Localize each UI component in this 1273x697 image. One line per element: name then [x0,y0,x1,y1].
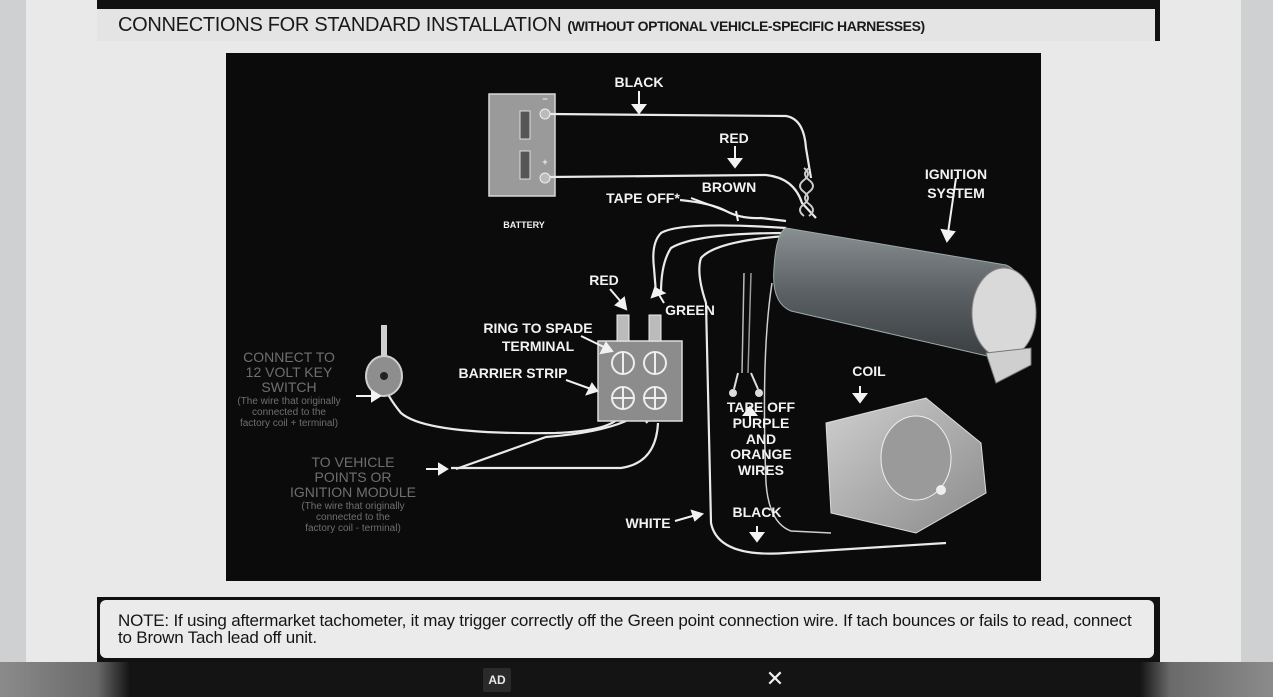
label-key-1: CONNECT TO [243,349,335,365]
label-tape-purple-3: AND [746,431,776,447]
label-key-6: factory coil + terminal) [240,418,338,429]
label-ring-1: RING TO SPADE [483,320,592,336]
label-brown: BROWN [702,179,756,195]
ad-badge[interactable]: AD [483,668,511,692]
label-green: GREEN [665,302,715,318]
battery-label: BATTERY [503,220,545,230]
ad-bar: AD ✕ [0,662,1273,697]
barrier-strip-icon [597,314,683,422]
wiring-diagram-svg: − + BATTERY [237,74,1037,555]
label-ignition-1: IGNITION [925,166,987,182]
battery-plus-label: + [542,157,547,167]
label-tape-purple-2: PURPLE [733,415,790,431]
label-tape-purple-5: WIRES [738,462,784,478]
label-white: WHITE [625,515,670,531]
wires [379,112,947,555]
ignition-module-icon [773,227,1037,384]
section-title-text: CONNECTIONS FOR STANDARD INSTALLATION [118,13,562,36]
label-key-3: SWITCH [261,379,316,395]
section-title: CONNECTIONS FOR STANDARD INSTALLATION (WI… [118,14,925,37]
label-tape-purple-4: ORANGE [730,446,791,462]
label-vehicle-4: (The wire that originally [301,501,404,512]
section-subtitle: (WITHOUT OPTIONAL VEHICLE-SPECIFIC HARNE… [567,17,925,34]
note-box: NOTE: If using aftermarket tachometer, i… [100,600,1154,658]
battery-icon [488,93,556,197]
page-margin-left [0,0,26,697]
tape-off-connector-icon [729,372,763,397]
label-vehicle-3: IGNITION MODULE [290,484,416,500]
close-ad-button[interactable]: ✕ [763,666,787,692]
label-black-bottom: BLACK [733,504,782,520]
label-coil: COIL [852,363,886,379]
label-ignition-2: SYSTEM [927,185,985,201]
label-red-top: RED [719,130,749,146]
wiring-diagram: − + BATTERY [226,53,1041,581]
section-header: CONNECTIONS FOR STANDARD INSTALLATION (WI… [97,9,1160,41]
label-barrier-strip: BARRIER STRIP [459,365,568,381]
label-vehicle-5: connected to the [316,512,390,523]
coil-icon [825,397,987,534]
top-border [97,0,1160,9]
label-ring-2: TERMINAL [502,338,575,354]
twisted-wires [799,167,814,217]
label-key-5: connected to the [252,407,326,418]
note-text: NOTE: If using aftermarket tachometer, i… [118,611,1132,647]
label-tape-purple-1: TAPE OFF [727,399,796,415]
label-key-2: 12 VOLT KEY [246,364,333,380]
battery-minus-label: − [542,94,547,104]
label-vehicle-1: TO VEHICLE [312,454,395,470]
ignition-key-icon [365,325,403,397]
label-key-4: (The wire that originally [237,396,340,407]
pointer-arrows [356,91,957,543]
label-red-mid: RED [589,272,619,288]
close-icon: ✕ [765,666,785,691]
page-margin-right [1241,0,1273,697]
label-black-top: BLACK [615,74,664,90]
label-vehicle-2: POINTS OR [314,469,391,485]
label-tape-off: TAPE OFF* [606,190,680,206]
label-vehicle-6: factory coil - terminal) [305,523,401,534]
